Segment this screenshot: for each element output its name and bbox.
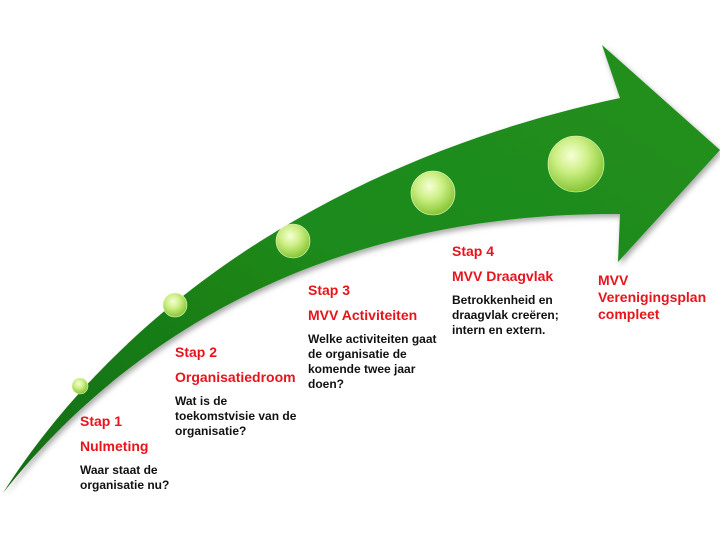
step-3-name: MVV Activiteiten: [308, 307, 418, 323]
step-3-bubble: [275, 223, 311, 259]
step-1: Stap 1 Nulmeting Waar staat de organisat…: [80, 413, 180, 493]
step-1-name: Nulmeting: [80, 438, 149, 454]
step-1-description: Waar staat de organisatie nu?: [80, 463, 170, 492]
step-2-description: Wat is de toekomstvisie van de organisat…: [175, 394, 297, 438]
step-4-name: MVV Draagvlak: [452, 268, 554, 284]
step-1-bubble: [71, 377, 89, 395]
step-3-description: Welke activiteiten gaat de organisatie d…: [308, 332, 437, 391]
step-3: Stap 3 MVV Activiteiten Welke activiteit…: [308, 282, 446, 392]
step-2: Stap 2 Organisatiedroom Wat is de toekom…: [175, 344, 305, 439]
step-1-label: Stap 1: [80, 413, 123, 429]
step-4-bubble: [410, 170, 456, 216]
final-goal-label: MVV Verenigingsplan compleet: [598, 272, 707, 322]
step-3-label: Stap 3: [308, 282, 351, 298]
step-2-label: Stap 2: [175, 344, 218, 360]
step-4-label: Stap 4: [452, 243, 495, 259]
arrow-body: [3, 45, 720, 493]
step-4-description: Betrokkenheid en draagvlak creëren; inte…: [452, 293, 559, 337]
final-bubble: [547, 135, 605, 193]
step-2-bubble: [162, 292, 188, 318]
step-4: Stap 4 MVV Draagvlak Betrokkenheid en dr…: [452, 243, 572, 338]
step-2-name: Organisatiedroom: [175, 369, 296, 385]
